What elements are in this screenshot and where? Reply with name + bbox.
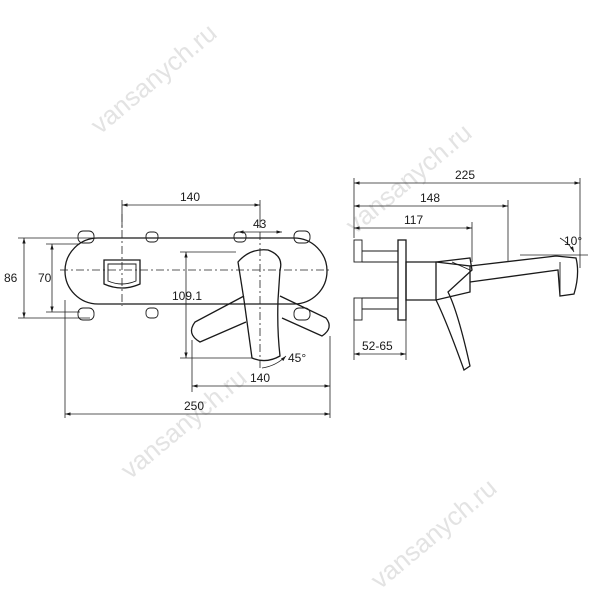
side-plate xyxy=(397,239,407,321)
spout xyxy=(469,255,579,297)
dim-plate-height: 86 xyxy=(4,271,18,285)
dim-lever-drop: 109.1 xyxy=(172,289,202,303)
dim-wall-depth: 52-65 xyxy=(362,339,393,353)
mounting-tab-top-left xyxy=(77,230,95,244)
wall-box-top xyxy=(353,239,363,263)
dim-lever-offset: 43 xyxy=(253,217,267,231)
dim-total-width: 250 xyxy=(184,399,204,413)
mounting-tab-top-right xyxy=(293,230,311,244)
dim-lever-reach: 148 xyxy=(420,191,440,205)
dim-hole-spacing: 70 xyxy=(38,271,52,285)
spout-outlet-inner xyxy=(107,263,137,285)
lever-rotated-right xyxy=(279,295,330,337)
front-view: 140 43 86 70 109.1 45° 140 250 xyxy=(4,190,331,418)
watermark-3: vansanych.ru xyxy=(115,362,253,484)
wall-plate xyxy=(64,237,328,305)
dim-spout-angle: 10° xyxy=(564,234,582,248)
lever-rotated xyxy=(190,295,247,343)
watermark-4: vansanych.ru xyxy=(365,472,503,594)
lever-body xyxy=(237,249,282,362)
mounting-tab-bottom-right xyxy=(293,307,311,321)
watermark-1: vansanych.ru xyxy=(85,17,223,139)
side-lever xyxy=(435,257,473,372)
wall-box-bottom xyxy=(353,297,363,321)
dim-body-depth: 117 xyxy=(404,213,423,227)
mounting-tab-top-center-left xyxy=(145,231,159,243)
side-view: 225 148 117 10° 52-65 xyxy=(353,168,588,372)
side-lever-detail xyxy=(451,261,471,271)
spout-angle-arc xyxy=(559,237,575,253)
dim-top-width: 140 xyxy=(180,190,200,204)
mounting-tab-top-center-right xyxy=(233,231,247,243)
mounting-tab-bottom-left xyxy=(77,307,95,321)
angle-arc xyxy=(261,355,287,369)
dim-bottom-width: 140 xyxy=(250,371,270,385)
spout-outlet xyxy=(103,259,141,289)
dim-lever-angle: 45° xyxy=(288,351,306,365)
mounting-tab-bottom-center-left xyxy=(145,307,159,319)
watermark-layer: vansanych.ru vansanych.ru vansanych.ru v… xyxy=(85,17,503,594)
dim-spout-length: 225 xyxy=(455,168,475,182)
